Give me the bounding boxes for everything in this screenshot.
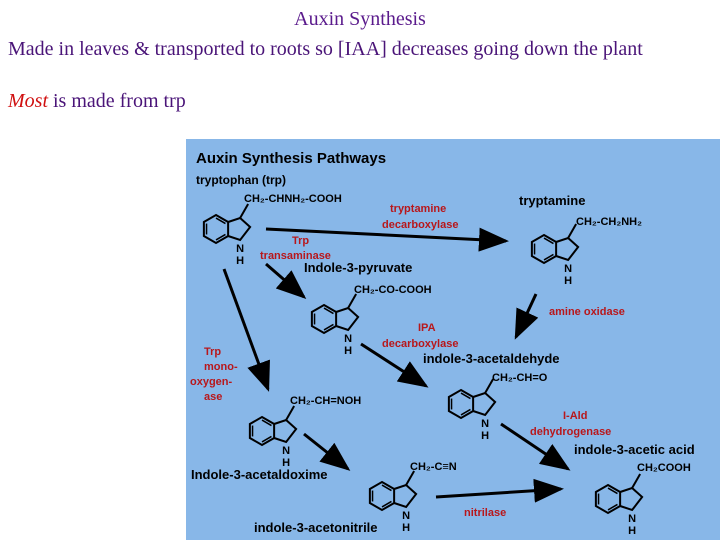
enzyme-ald-line2: dehydrogenase [530, 426, 611, 438]
enzyme-tmo-line2: mono- [204, 361, 238, 373]
indole-ring-iald: NH [447, 378, 497, 442]
chain-trp: CH₂-CHNH₂-COOH [244, 193, 342, 205]
arrow-tryptamine-to-ald [514, 293, 539, 340]
bullet-transport: Made in leaves & transported to roots so… [8, 38, 643, 60]
arrow-oxime-to-nitrile [303, 432, 351, 471]
ring-hydrogen: H [402, 522, 410, 534]
label-iaa: indole-3-acetic acid [574, 442, 695, 457]
label-trp: tryptophan (trp) [196, 173, 286, 187]
arrow-ald-to-iaa [500, 422, 571, 471]
indole-ring-iaa: NH [594, 473, 644, 537]
arrow-nitrile-to-iaa [435, 478, 564, 503]
ring-hydrogen: H [564, 275, 572, 287]
label-tryptamine: tryptamine [519, 193, 585, 208]
emphasis-most: Most [8, 90, 48, 112]
reaction-arrows [222, 227, 571, 503]
ring-hydrogen: H [628, 525, 636, 537]
enzyme-tra-line2: transaminase [260, 250, 331, 262]
indole-ring-oxime: NH [248, 405, 298, 469]
bullet-source-rest: is made from trp [48, 90, 186, 112]
ring-nitrogen: N [344, 333, 352, 345]
ring-nitrogen: N [236, 243, 244, 255]
enzyme-tra-line1: Trp [292, 235, 309, 247]
enzyme-tdc-line2: decarboxylase [382, 219, 458, 231]
arrow-ipyr-to-ald [360, 342, 429, 388]
chain-iaa: CH₂COOH [637, 462, 691, 474]
slide-title: Auxin Synthesis [294, 8, 426, 30]
arrow-trp-to-ipyr [265, 262, 307, 299]
bullet-source: Most is made from trp [8, 88, 186, 114]
enzyme-tmo-line4: ase [204, 391, 222, 403]
ring-nitrogen: N [402, 510, 410, 522]
ring-hydrogen: H [236, 255, 244, 267]
enzyme-nitrilase: nitrilase [464, 507, 506, 519]
ring-nitrogen: N [564, 263, 572, 275]
enzyme-tmo-line1: Trp [204, 346, 221, 358]
chain-tryptamine: CH₂-CH₂NH₂ [576, 216, 642, 228]
chain-ipyr: CH₂-CO-COOH [354, 284, 432, 296]
ring-hydrogen: H [344, 345, 352, 357]
label-nitrile: indole-3-acetonitrile [254, 520, 378, 535]
indole-ring-tryptamine: NH [530, 223, 580, 287]
arrow-trp-to-oxime [222, 268, 270, 392]
label-iald: indole-3-acetaldehyde [423, 351, 560, 366]
enzyme-tdc-line1: tryptamine [390, 203, 446, 215]
label-ipyr: Indole-3-pyruvate [304, 260, 412, 275]
indole-ring-nitrile: NH [368, 470, 418, 534]
ring-nitrogen: N [628, 513, 636, 525]
label-oxime: Indole-3-acetaldoxime [191, 467, 328, 482]
enzyme-ao: amine oxidase [549, 306, 625, 318]
enzyme-ipa-line2: decarboxylase [382, 338, 458, 350]
enzyme-ald-line1: I-Ald [563, 410, 587, 422]
indole-ring-trp: NH [202, 203, 252, 267]
chain-oxime: CH₂-CH=NOH [290, 395, 361, 407]
arrow-trp-to-tryptamine [265, 227, 509, 252]
ring-nitrogen: N [282, 445, 290, 457]
chain-nitrile: CH₂-C≡N [410, 461, 457, 473]
indole-ring-ipyr: NH [310, 293, 360, 357]
ring-hydrogen: H [481, 430, 489, 442]
chain-iald: CH₂-CH=O [492, 372, 548, 384]
enzyme-ipa-line1: IPA [418, 322, 436, 334]
diagram-title: Auxin Synthesis Pathways [196, 150, 386, 167]
ring-nitrogen: N [481, 418, 489, 430]
enzyme-tmo-line3: oxygen- [190, 376, 233, 388]
ring-hydrogen: H [282, 457, 290, 469]
